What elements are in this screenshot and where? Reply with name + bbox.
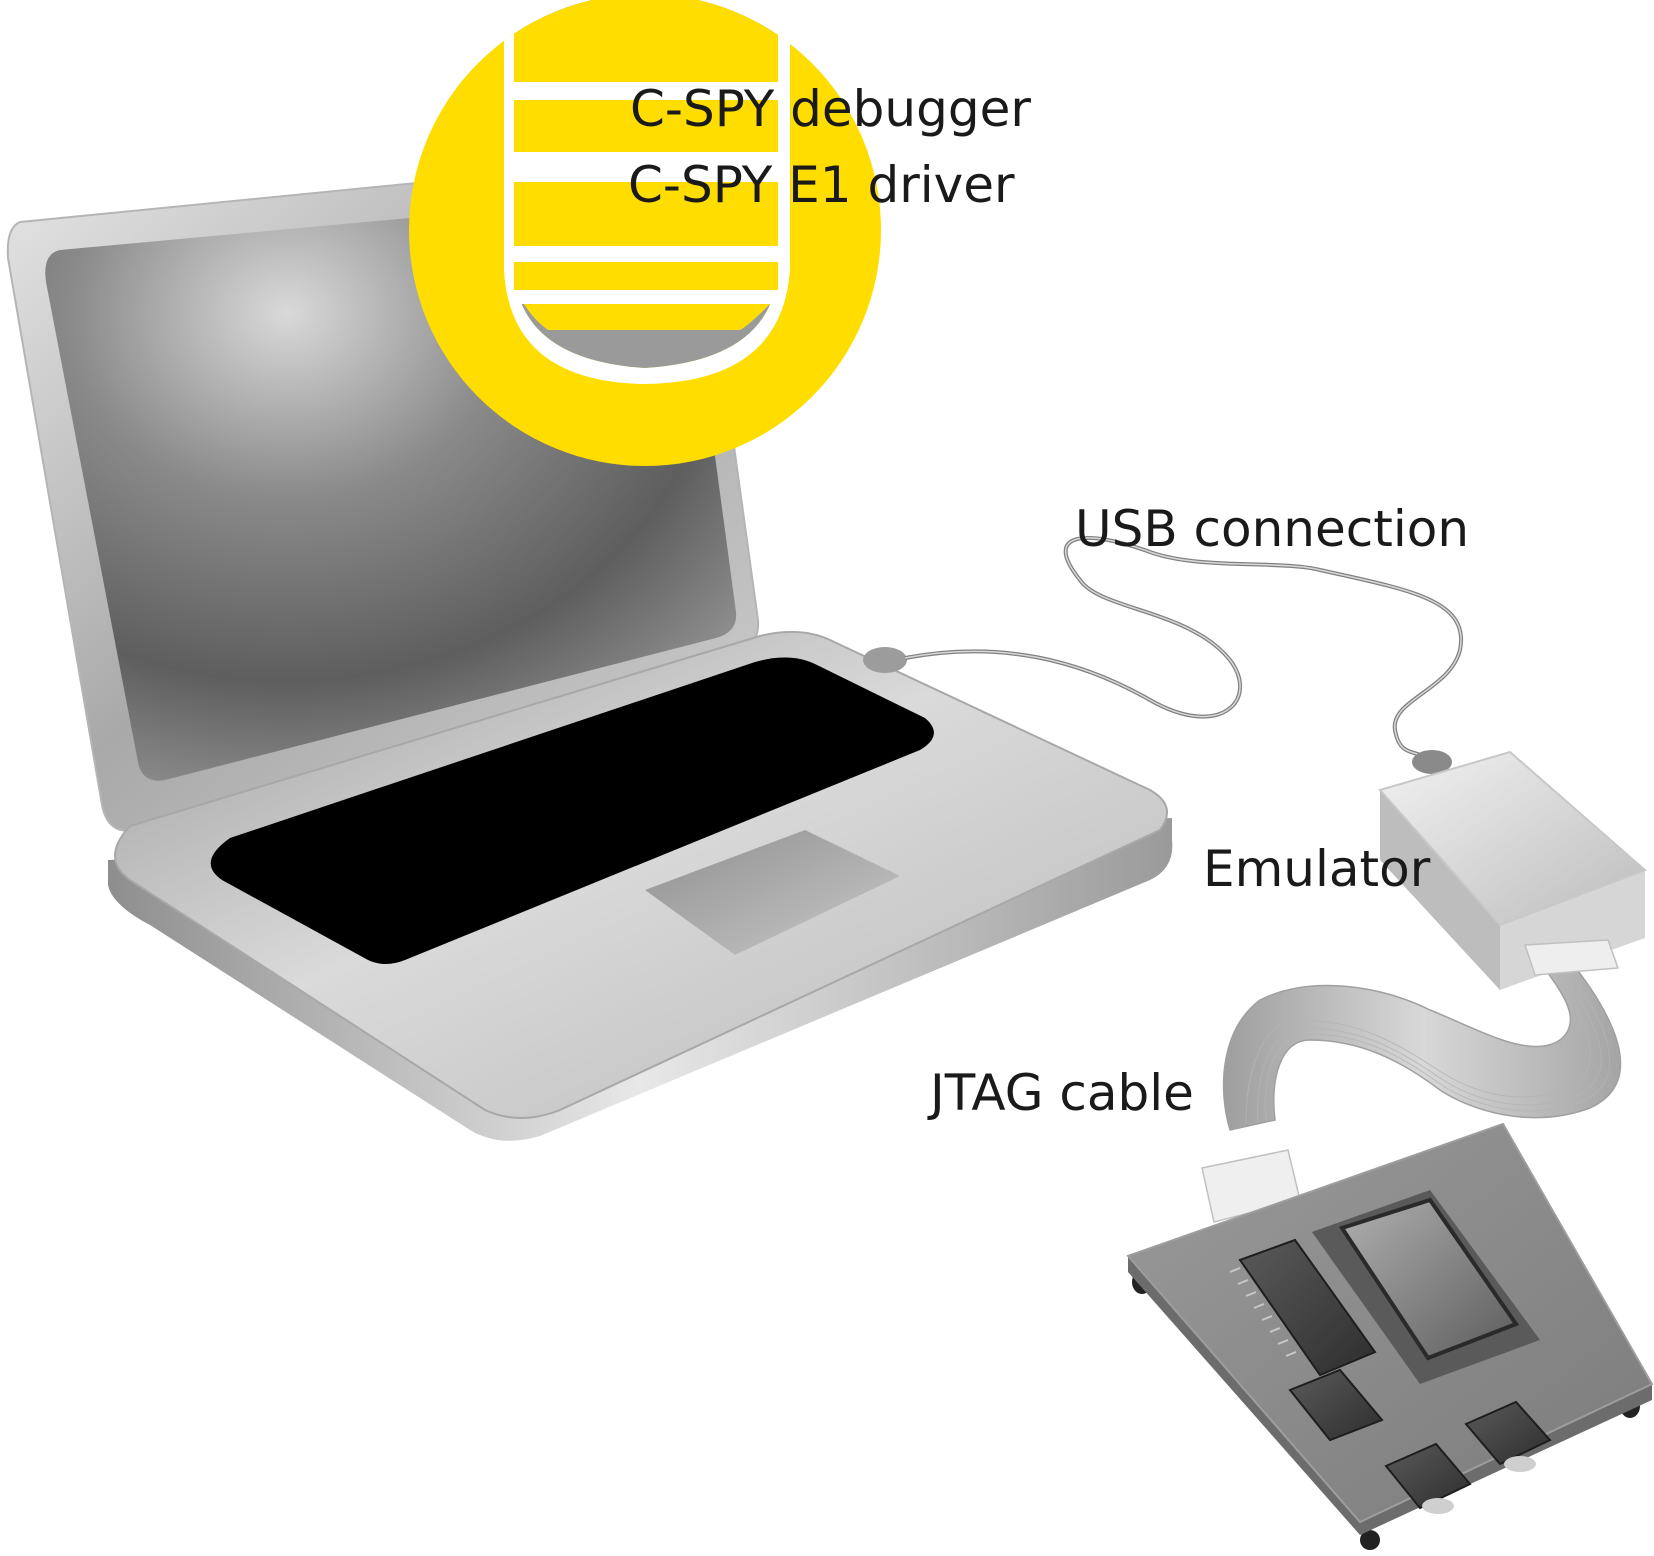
emulator-usb-plug: [1412, 750, 1452, 774]
connector-b: [1464, 1400, 1552, 1466]
jtag-ribbon: [1201, 939, 1622, 1223]
big-chip: [1338, 1197, 1520, 1361]
connector-a: [1384, 1442, 1472, 1510]
small-chip: [1288, 1368, 1384, 1442]
label-cspy-debugger: C-SPY debugger: [630, 80, 1031, 138]
stack-band-5: [524, 304, 770, 330]
label-usb-connection: USB connection: [1075, 500, 1470, 558]
target-board: [1126, 1122, 1654, 1550]
stack-band-4: [514, 262, 778, 290]
ribbon-band: [1222, 957, 1622, 1131]
software-stack-badge: [409, 0, 881, 466]
keyboard: [210, 657, 934, 964]
label-jtag-cable: JTAG cable: [930, 1064, 1194, 1122]
trackpad: [645, 830, 900, 955]
emulator-box-top: [1378, 750, 1647, 927]
stack-outline: [504, 0, 790, 384]
laptop-usb-plug: [863, 647, 907, 673]
emulator-box-side: [1380, 790, 1500, 990]
label-cspy-e1-driver: C-SPY E1 driver: [628, 156, 1015, 214]
narrow-chip: [1238, 1238, 1377, 1377]
stack-band-3: [514, 182, 778, 246]
stack-band-2: [514, 100, 778, 152]
stack-band-1: [514, 0, 778, 82]
label-emulator: Emulator: [1203, 840, 1431, 898]
chip-pins: [1229, 1267, 1297, 1357]
ribbon-connector-emulator: [1523, 939, 1620, 976]
